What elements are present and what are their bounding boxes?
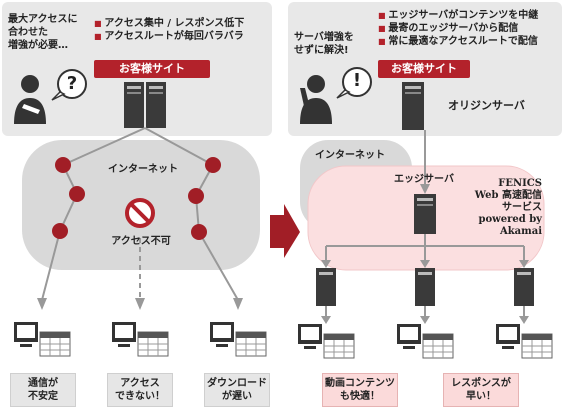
left-bullet-item: アクセス集中 / レスポンス低下	[94, 17, 244, 30]
left-down-arrowheads	[37, 298, 243, 310]
right-heading: サーバ増強を せずに解決!	[294, 32, 354, 56]
left-bullet-list: アクセス集中 / レスポンス低下 アクセスルートが毎回バラバラ	[94, 17, 244, 43]
transition-arrow	[270, 204, 300, 258]
right-bullet-item: 常に最適なアクセスルートで配信	[378, 35, 538, 48]
left-internet-label: インターネット	[108, 164, 178, 175]
question-bubble-icon	[51, 69, 87, 101]
worried-person-icon	[14, 75, 46, 124]
relieved-person-icon	[300, 75, 332, 124]
left-server-pair	[124, 82, 166, 128]
left-client-pcs	[14, 322, 267, 357]
right-client-pcs	[298, 324, 553, 359]
caption-video-smooth: 動画コンテンツ も快適！	[322, 373, 398, 407]
blocked-icon	[125, 198, 155, 228]
left-bullet-item: アクセスルートが毎回バラバラ	[94, 30, 244, 43]
right-customer-site-label: お客様サイト	[378, 60, 470, 78]
left-network-nodes	[52, 157, 221, 240]
edge-server-icon	[414, 194, 436, 234]
right-bullet-item: 最寄のエッジサーバから配信	[378, 22, 538, 35]
caption-unstable: 通信が 不安定	[10, 373, 76, 407]
edge-server-label: エッジサーバ	[394, 174, 454, 185]
right-bullet-item: エッジサーバがコンテンツを中継	[378, 9, 538, 22]
origin-server-icon	[402, 82, 424, 130]
access-denied-label: アクセス不可	[111, 236, 171, 247]
caption-fast-response: レスポンスが 早い！	[443, 373, 519, 407]
left-heading: 最大アクセスに 合わせた 増強が必要…	[8, 14, 78, 51]
left-network-routes	[41, 127, 239, 301]
child-edge-servers	[316, 268, 534, 306]
origin-server-label: オリジンサーバ	[448, 99, 525, 112]
edge-distribution-lines	[325, 234, 525, 262]
caption-slow-download: ダウンロード が遅い	[204, 373, 270, 407]
right-bullet-list: エッジサーバがコンテンツを中継 最寄のエッジサーバから配信 常に最適なアクセスル…	[378, 9, 538, 48]
right-internet-label: インターネット	[315, 150, 385, 161]
exclamation-mark-text: !	[352, 70, 362, 91]
caption-no-access: アクセス できない！	[107, 373, 173, 407]
left-customer-site-label: お客様サイト	[94, 60, 210, 78]
question-mark-text: ?	[66, 73, 78, 94]
exclamation-bubble-icon	[336, 67, 372, 99]
service-name: FENICS Web 高速配信 サービス powered by Akamai	[474, 178, 542, 237]
